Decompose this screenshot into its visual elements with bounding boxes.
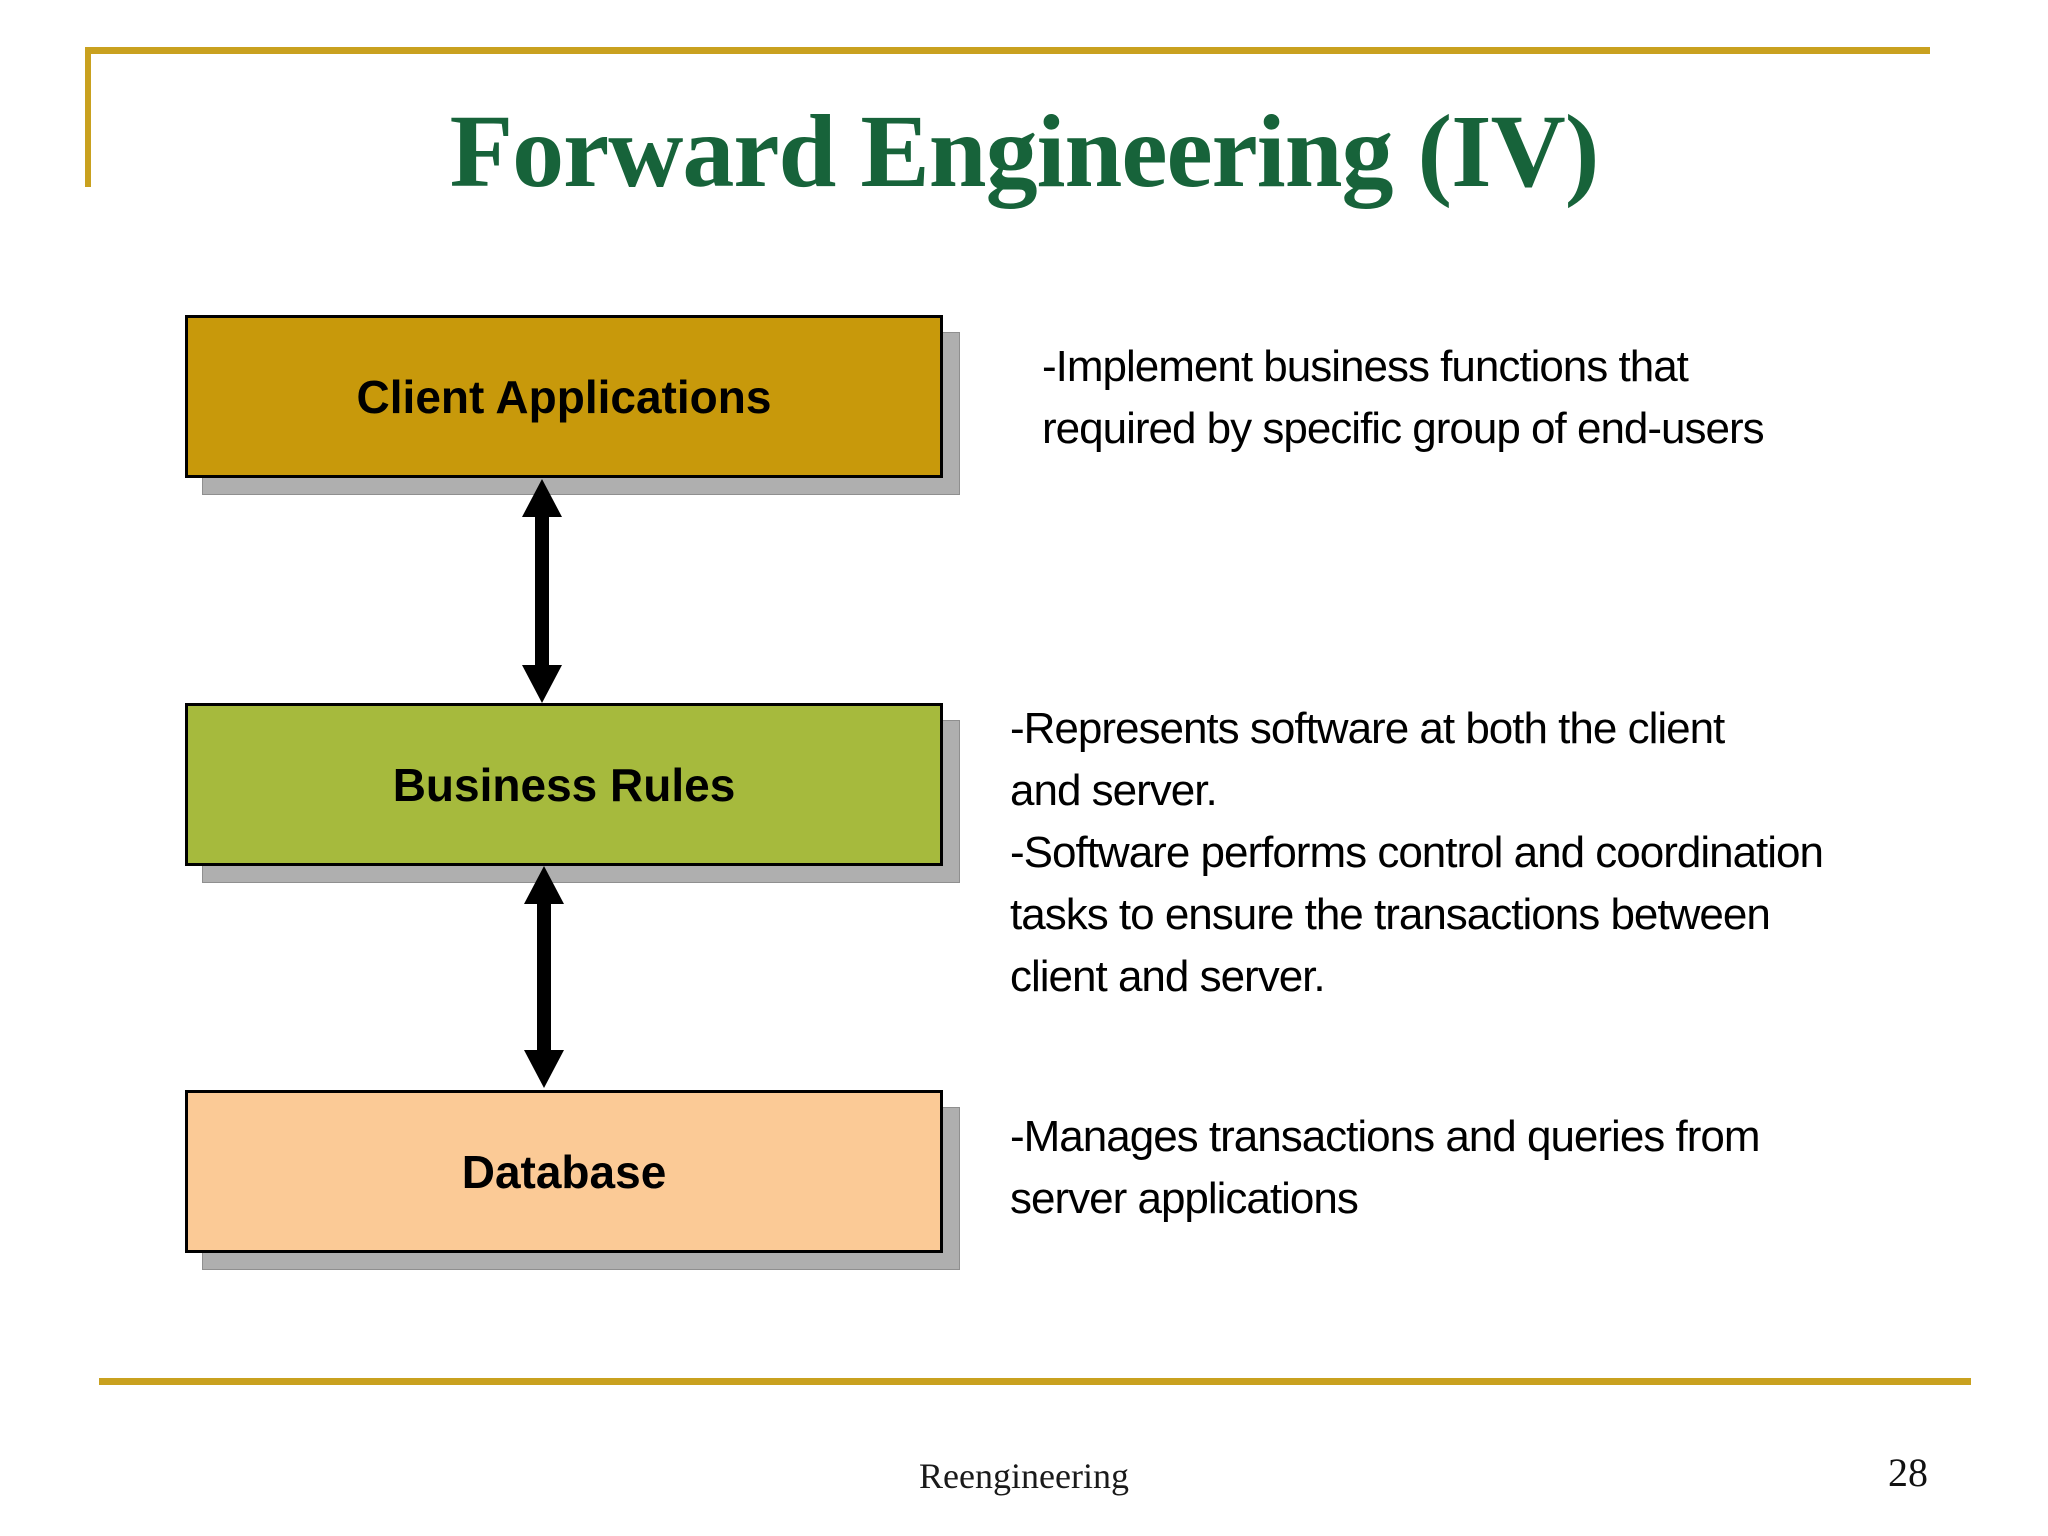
page-number: 28 — [1888, 1450, 1928, 1495]
box-label-client-applications: Client Applications — [356, 370, 772, 423]
left-accent-rule — [85, 47, 91, 187]
top-accent-rule — [88, 47, 1930, 54]
box-label-database: Database — [461, 1145, 667, 1198]
description-business-rules: -Represents software at both the client … — [1010, 704, 1824, 1001]
description-database: -Manages transactions and queries from s… — [1010, 1112, 1761, 1223]
double-arrow-icon — [524, 866, 564, 1088]
box-database: Database — [185, 1090, 943, 1253]
double-arrow-icon — [522, 479, 562, 703]
box-client-applications: Client Applications — [185, 315, 943, 478]
footer-title: Reengineering — [919, 1456, 1129, 1496]
box-business-rules: Business Rules — [185, 703, 943, 866]
footer-accent-rule — [99, 1378, 1971, 1385]
page-title: Forward Engineering (IV) — [449, 94, 1600, 209]
description-client-applications: -Implement business functions that requi… — [1042, 342, 1765, 453]
box-label-business-rules: Business Rules — [392, 758, 736, 811]
